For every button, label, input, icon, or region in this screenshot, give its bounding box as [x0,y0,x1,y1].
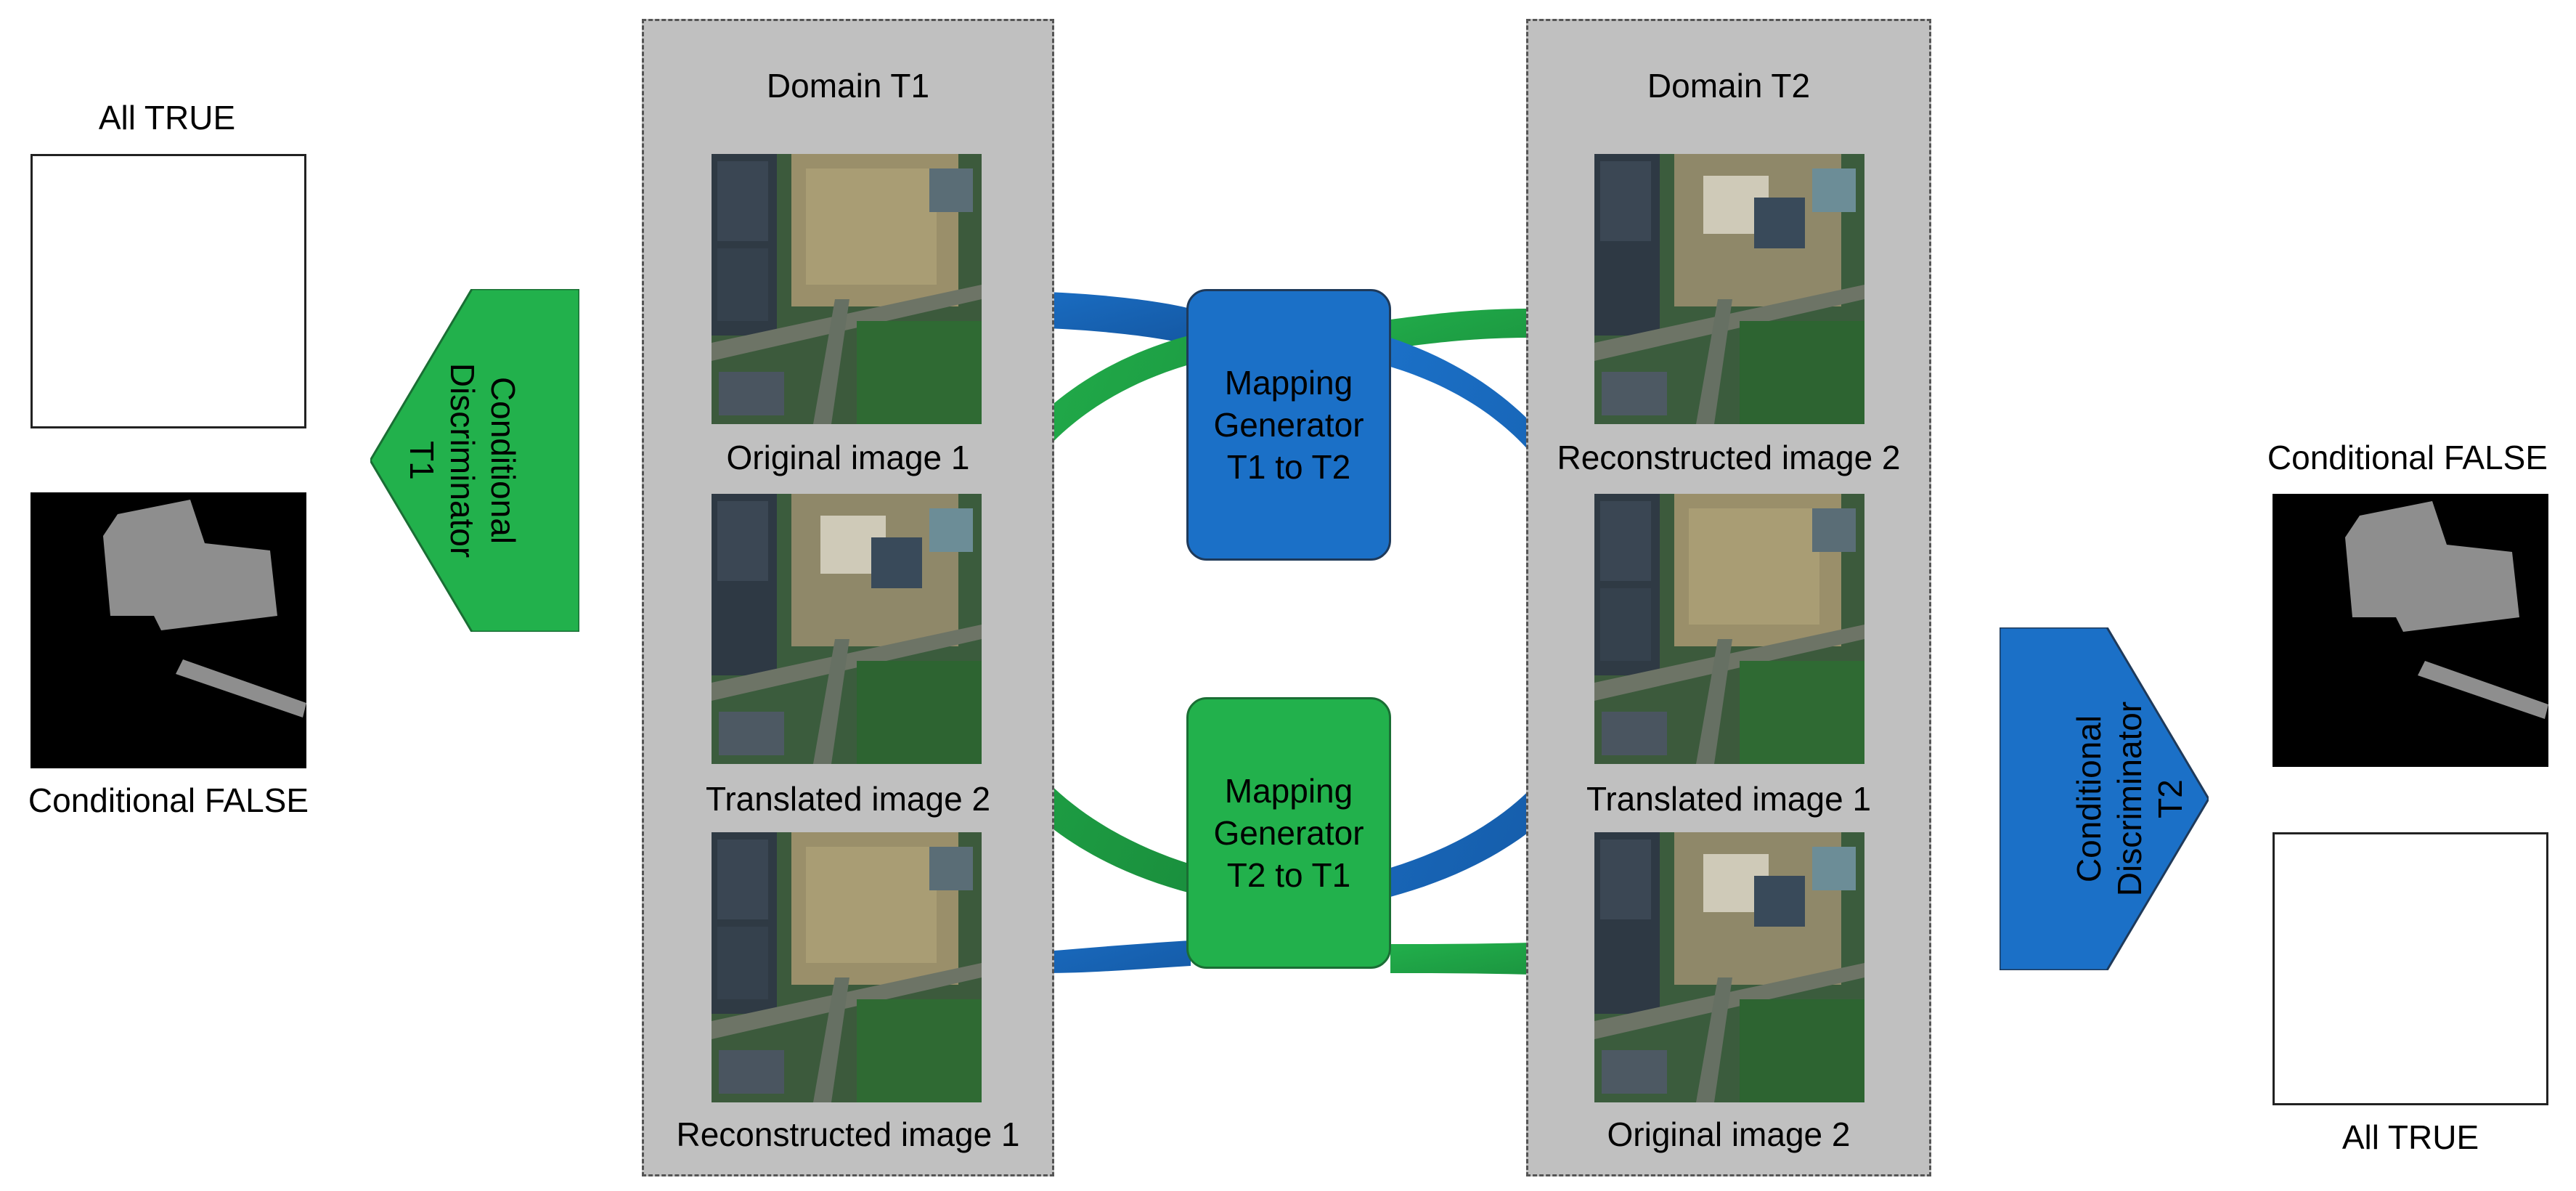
translated-image-1-caption: Translated image 1 [1586,780,1872,818]
original-image-2 [1594,832,1864,1102]
right-bottom-mask-label: All TRUE [2341,1118,2479,1156]
domain-t2-title: Domain T2 [1647,67,1811,105]
left-bottom-mask-label: Conditional FALSE [28,781,309,819]
right-top-mask-label: Conditional FALSE [2267,439,2548,476]
left-top-mask-label: All TRUE [98,99,236,137]
translated-image-2-caption: Translated image 2 [705,780,991,818]
right-conditional-false-mask [2273,494,2548,767]
discriminator-t1-label: Conditional Discriminator T1 [403,362,522,558]
original-image-1 [712,154,982,424]
discriminator-t2-shape [2000,627,2209,970]
original-image-1-caption: Original image 1 [726,439,970,476]
mapping-generator-t1-to-t2: Mapping Generator T1 to T2 [1186,289,1391,561]
mapping-generator-t2-to-t1: Mapping Generator T2 to T1 [1186,697,1391,969]
left-conditional-false-mask [30,492,306,768]
original-image-2-caption: Original image 2 [1607,1115,1851,1153]
reconstructed-image-1 [712,832,982,1102]
discriminator-t2-label: Conditional Discriminator T2 [2070,701,2189,897]
reconstructed-image-2-caption: Reconstructed image 2 [1557,439,1901,476]
domain-t1-title: Domain T1 [766,67,930,105]
translated-image-1 [1594,494,1864,764]
discriminator-t1-shape [370,289,579,632]
translated-image-2 [712,494,982,764]
right-all-true-mask [2273,832,2548,1105]
reconstructed-image-1-caption: Reconstructed image 1 [676,1115,1020,1153]
reconstructed-image-2 [1594,154,1864,424]
left-all-true-mask [30,154,306,428]
